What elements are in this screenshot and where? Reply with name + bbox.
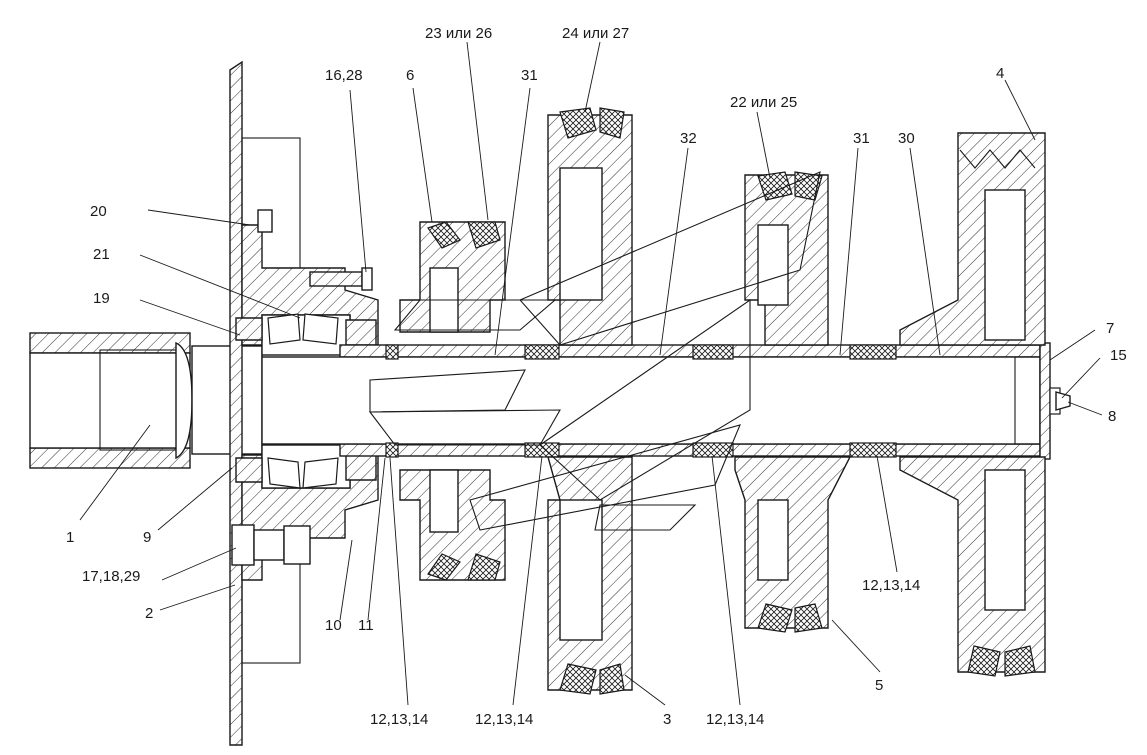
callout-30: 30 xyxy=(898,130,915,147)
pulley-5 xyxy=(734,171,852,633)
callout-24-27: 24 или 27 xyxy=(562,25,629,42)
mounting-plate xyxy=(229,60,301,746)
callout-11: 11 xyxy=(358,617,374,634)
callout-23-26: 23 или 26 xyxy=(425,25,492,42)
callout-7: 7 xyxy=(1106,320,1114,337)
callout-1: 1 xyxy=(66,529,74,546)
callout-12-13-14-b: 12,13,14 xyxy=(475,711,533,728)
callout-32: 32 xyxy=(680,130,697,147)
callout-2: 2 xyxy=(145,605,153,622)
pulley-3 xyxy=(547,107,633,695)
callout-8: 8 xyxy=(1108,408,1116,425)
callout-19: 19 xyxy=(93,290,110,307)
callout-5: 5 xyxy=(875,677,883,694)
callout-12-13-14-a: 12,13,14 xyxy=(370,711,428,728)
callout-20: 20 xyxy=(90,203,107,220)
callout-12-13-14-d: 12,13,14 xyxy=(862,577,920,594)
leader-lines xyxy=(79,41,1103,706)
callout-31-right: 31 xyxy=(853,130,870,147)
callout-labels: 1 2 3 4 5 6 7 8 9 10 11 15 16,28 17,18,2… xyxy=(66,25,1127,728)
callout-22-25: 22 или 25 xyxy=(730,94,797,111)
callout-9: 9 xyxy=(143,529,151,546)
callout-6: 6 xyxy=(406,67,414,84)
callout-17-18-29: 17,18,29 xyxy=(82,568,140,585)
callout-16-28: 16,28 xyxy=(325,67,363,84)
callout-31-left: 31 xyxy=(521,67,538,84)
main-shaft xyxy=(261,342,1071,460)
input-shaft xyxy=(29,332,263,469)
callout-4: 4 xyxy=(996,65,1004,82)
callout-3: 3 xyxy=(663,711,671,728)
callout-10: 10 xyxy=(325,617,342,634)
callout-21: 21 xyxy=(93,246,110,263)
callout-12-13-14-c: 12,13,14 xyxy=(706,711,764,728)
seal-packs xyxy=(385,344,897,458)
pulley-4 xyxy=(899,132,1046,677)
callout-15: 15 xyxy=(1110,347,1127,364)
tapered-roller-bearing xyxy=(235,313,377,489)
